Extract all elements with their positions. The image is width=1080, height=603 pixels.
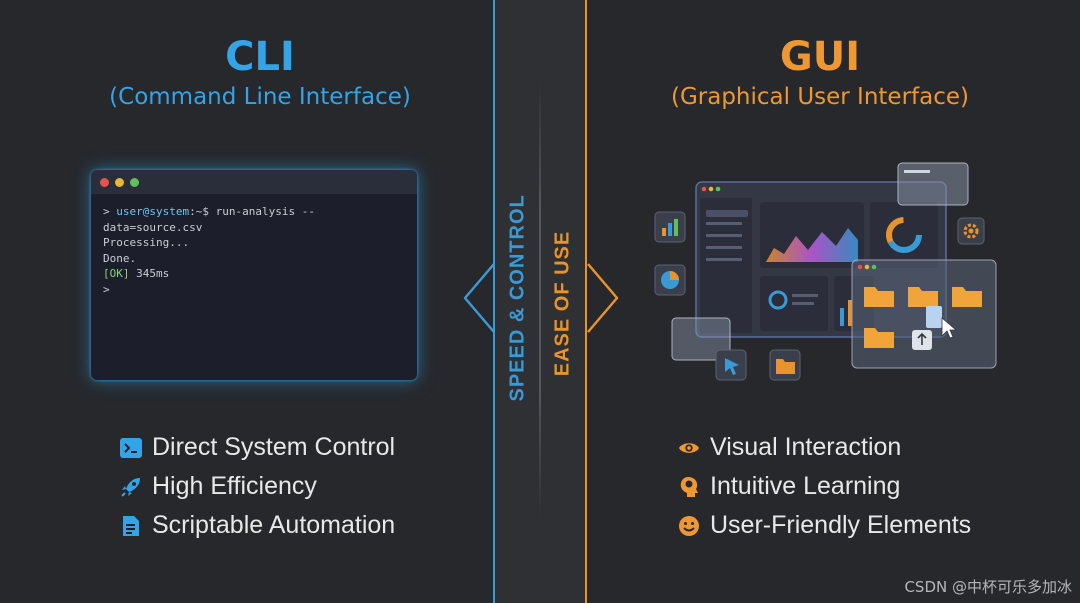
cli-feature-list: Direct System Control High Efficiency Sc… [120, 428, 395, 545]
left-chevron-icon [463, 263, 495, 333]
close-dot-icon [100, 177, 109, 187]
gui-subtitle: (Graphical User Interface) [670, 84, 970, 110]
gui-divider-line [585, 0, 587, 603]
cli-heading: CLI (Command Line Interface) [60, 34, 460, 110]
terminal-icon [120, 437, 142, 459]
donut-chart-card [870, 202, 938, 268]
feature-item: Direct System Control [120, 428, 395, 467]
feature-item: Intuitive Learning [678, 467, 971, 506]
terminal-titlebar [91, 170, 417, 194]
terminal-line: [OK] 345ms [103, 267, 170, 280]
terminal-output: > user@system:~$ run-analysis --data=sou… [91, 194, 417, 307]
dashboard-sidebar [700, 198, 752, 333]
rocket-icon [120, 476, 142, 498]
feature-item: High Efficiency [120, 467, 395, 506]
ease-of-use-label: EASE OF USE [551, 230, 574, 377]
file-explorer-window [851, 259, 997, 369]
terminal-line: > [103, 282, 110, 296]
feature-label: High Efficiency [152, 472, 317, 500]
smiley-icon [678, 515, 700, 537]
script-document-icon [120, 515, 142, 537]
feature-item: Visual Interaction [678, 428, 971, 467]
feature-label: User-Friendly Elements [710, 511, 972, 539]
gui-title: GUI [779, 34, 861, 80]
eye-icon [678, 437, 700, 459]
cli-title: CLI [225, 34, 295, 80]
speed-control-label: SPEED & CONTROL [506, 194, 529, 402]
feature-label: Direct System Control [152, 433, 396, 461]
feature-label: Visual Interaction [710, 433, 902, 461]
terminal-line: Processing... [103, 236, 190, 249]
center-line [539, 80, 541, 520]
watermark: CSDN @中杯可乐多加冰 [904, 578, 1072, 596]
feature-item: User-Friendly Elements [678, 506, 971, 545]
terminal-line: Done. [103, 251, 137, 265]
terminal-window: > user@system:~$ run-analysis --data=sou… [91, 170, 417, 380]
feature-item: Scriptable Automation [120, 506, 395, 545]
cli-subtitle: (Command Line Interface) [109, 84, 411, 110]
gui-illustration [654, 162, 997, 381]
maximize-dot-icon [130, 177, 139, 187]
feature-label: Intuitive Learning [710, 472, 901, 500]
feature-label: Scriptable Automation [152, 511, 396, 539]
gui-feature-list: Visual Interaction Intuitive Learning Us… [678, 428, 971, 545]
right-chevron-icon [587, 263, 619, 333]
brain-head-icon [678, 476, 700, 498]
cli-divider-line [493, 0, 495, 603]
terminal-line: > user@system:~$ run-analysis --data=sou… [103, 205, 315, 234]
minimize-dot-icon [115, 177, 124, 187]
gui-heading: GUI (Graphical User Interface) [620, 34, 1020, 110]
